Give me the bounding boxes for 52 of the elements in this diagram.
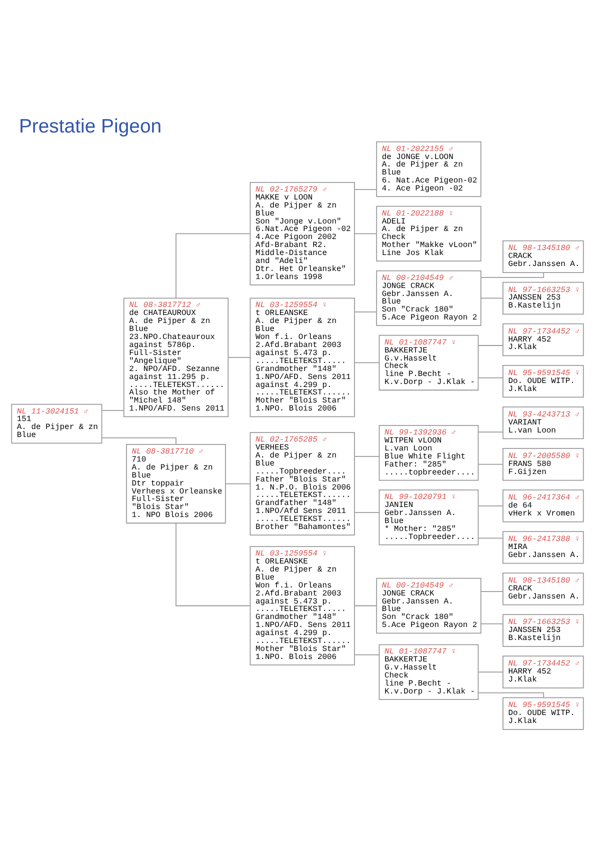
node-box: NL 97-1734452 ♂ HARRY 452 J.Klak bbox=[502, 322, 584, 356]
node-box: NL 00-2104549 ♂ JONGE CRACK Gebr.Janssen A. Blue Son "Crack 180" 5.Ace Pigeon Rayon 2 bbox=[376, 577, 482, 634]
connector bbox=[176, 522, 250, 606]
diagram-title: Prestatie Pigeon bbox=[18, 115, 162, 138]
connector bbox=[354, 310, 377, 312]
node-box: NL 97-1663253 ♀ JANSSEN 253 B.Kastelijn bbox=[502, 614, 584, 646]
node-box: NL 03-1259554 ♀ t ORLEANSKE A. de Pijper & zn Blue Won f.i. Orleans 2.Afd.Brabant 2003 against 5.473 p. .....TELETEKST..... Grandmother "148" 1.NPO/AFD. Sens 2011 against 4.299 p. .....TELETEKST...... Mother "Blois Star" 1.NPO. Blois 2006 bbox=[250, 297, 355, 417]
node-box: NL 01-1087747 ♀ BAKKERTJE G.v.Hasselt Check line P.Becht - K.v.Dorp - J.Klak - bbox=[378, 334, 479, 390]
node-box: NL 93-4243713 ♂ VARIANT L.van Loon bbox=[502, 406, 584, 439]
connector bbox=[478, 344, 504, 346]
node-box: NL 97-1663253 ♀ JANSSEN 253 B.Kastelijn bbox=[502, 281, 584, 314]
node-box: NL 95-9591545 ♀ Do. OUDE WITP. J.Klak bbox=[502, 696, 584, 730]
node-box: NL 08-3817712 ♂ de CHATEAUROUX A. de Pijper & zn Blue 23.NPO.Chateauroux against 5786p. Full-Sister "Angelique" 2. NPO/AFD. Sezanne against 11.295 p. .....TELETEKST...... Also the Mother of "Michel 148" 1.NPO/AFD. Sens 2011 bbox=[123, 297, 229, 417]
node-box: NL 02-1765279 ♂ MAKKE v LOON A. de Pijper & zn Blue Son "Jonge v.Loon" 6.Nat.Ace Pigeon -02 4.Ace Pigoon 2002 Afd-Brabant R2. Middle-Distance and "Adeli" Dtr. Het Orleanske" 1.Orleans 1998 bbox=[250, 182, 355, 285]
node-box: NL 01-1087747 ♀ BAKKERTJE G.v.Hasselt Check line P.Becht - K.v.Dorp - J.Klak - bbox=[378, 644, 479, 700]
node-box: NL 96-2417364 ♂ de 64 vHerk x Vromen bbox=[502, 489, 584, 522]
connector bbox=[480, 297, 504, 298]
node-box: NL 99-1392936 ♂ WITPEN vLOON L.van Loon Blue White Flight Father: "285" .....topbreeder.... bbox=[378, 424, 479, 480]
connector bbox=[478, 692, 544, 698]
node-box: NL 01-2022188 ♀ ADELI A. de Pijper & zn Check Mother "Makke vLoon" Line Jos Klak bbox=[376, 205, 482, 262]
node-box: NL 02-1765285 ♂ VERHEES A. de Pijper & zn Blue .....Topbreeder.... Father "Blois Star" 1. N.P.O. Blois 2006 .....TELETEKST...... Grandfather "148" 1.NPO/Afd Sens 2011 .....TELETEKST...... Brother "Bahamontes" bbox=[250, 432, 355, 535]
connector bbox=[101, 436, 176, 444]
connector bbox=[354, 188, 377, 190]
connector bbox=[228, 356, 250, 358]
connector bbox=[354, 362, 380, 363]
connector bbox=[478, 504, 504, 506]
connector bbox=[176, 232, 250, 298]
connector bbox=[478, 463, 504, 464]
connector bbox=[478, 431, 504, 432]
connector bbox=[354, 604, 377, 606]
connector bbox=[478, 376, 504, 378]
connector bbox=[354, 455, 380, 456]
connector bbox=[480, 590, 504, 592]
node-box: NL 96-2417388 ♀ MIRA Gebr.Janssen A. bbox=[502, 530, 584, 564]
node-box: NL 11-3024151 ♂ 151 A. de Pijper & zn Blue bbox=[11, 403, 102, 444]
connector bbox=[354, 232, 377, 234]
node-box: NL 97-1734452 ♂ HARRY 452 J.Klak bbox=[502, 655, 584, 688]
connector bbox=[478, 671, 504, 672]
node-box: NL 01-2022155 ♂ de JONGE v.LOON A. de Pijper & zn Blue 6. Nat.Ace Pigeon-02 4. Ace Pigeon -02 bbox=[376, 140, 482, 197]
node-box: NL 99-1020791 ♀ JANIEN Gebr.Janssen A. Blue * Mother: "285" .....Topbreeder.... bbox=[378, 489, 479, 545]
node-box: NL 97-2005580 ♀ FRANS 580 F.Gijzen bbox=[502, 448, 584, 480]
node-box: NL 08-3817710 ♂ 710 A. de Pijper & zn Blue Dtr toppair Verhees x Orleanske Full-Sister "Blois Star" 1. NPO Blois 2006 bbox=[126, 444, 226, 524]
connector bbox=[480, 272, 544, 278]
connector bbox=[354, 654, 380, 655]
connector bbox=[480, 622, 504, 624]
node-box: NL 03-1259554 ♀ t ORLEANSKE A. de Pijper & zn Blue Won f.i. Orleans 2.Afd.Brabant 2003 against 5.473 p. .....TELETEKST..... Grandmother "148" 1.NPO/AFD. Sens 2011 against 4.299 p. .....TELETEKST...... Mother "Blois Star" 1.NPO. Blois 2006 bbox=[250, 546, 355, 665]
connector bbox=[225, 482, 250, 484]
connector bbox=[478, 537, 504, 538]
node-box: NL 98-1345180 ♂ CRACK Gebr.Janssen A. bbox=[502, 240, 584, 273]
node-box: NL 00-2104549 ♂ JONGE CRACK Gebr.Janssen A. Blue Son "Crack 180" 5.Ace Pigeon Rayon 2 bbox=[376, 270, 482, 326]
node-box: NL 95-9591545 ♀ Do. OUDE WITP. J.Klak bbox=[502, 364, 584, 398]
node-box: NL 98-1345180 ♂ CRACK Gebr.Janssen A. bbox=[502, 572, 584, 605]
